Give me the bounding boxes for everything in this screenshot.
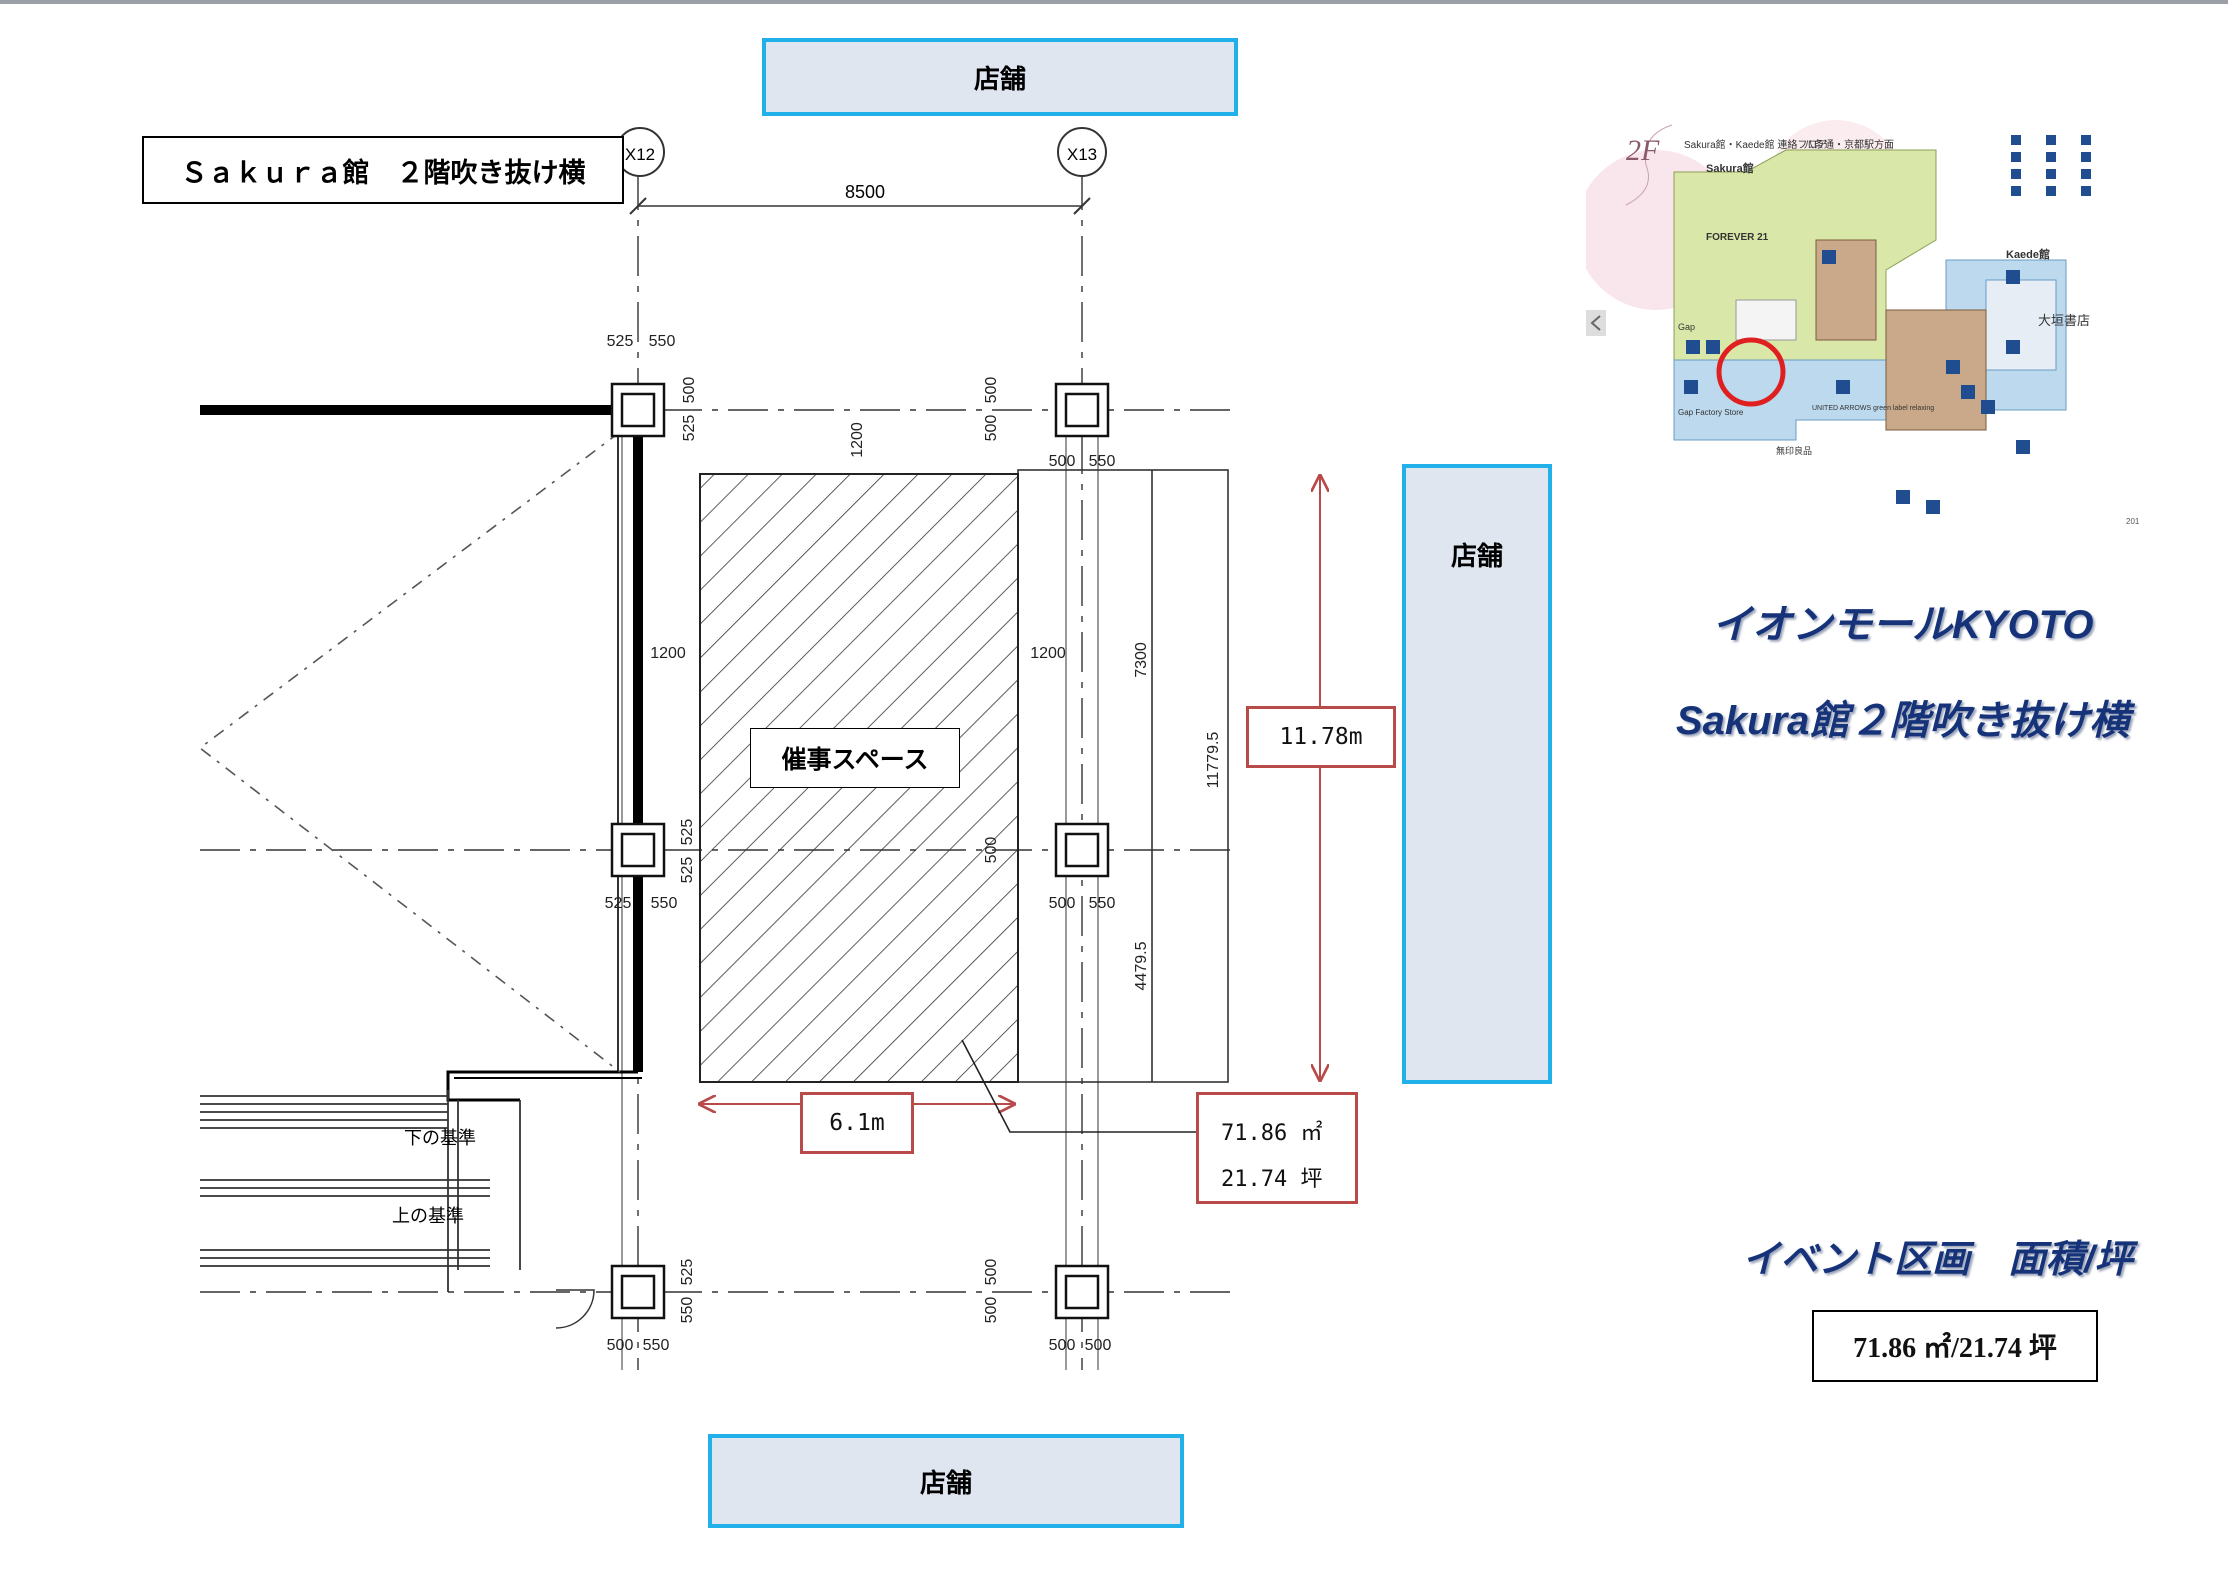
location-title: Sakura館２階吹き抜け横 — [1676, 699, 2130, 743]
shop-bottom: 店舗 — [708, 1434, 1184, 1528]
width-measure-box: 6.1m — [800, 1092, 914, 1154]
plan-title-box: Ｓａｋｕｒａ館 ２階吹き抜け横 — [142, 136, 624, 204]
dim-c6v2: 500 — [983, 1297, 1000, 1324]
dim-gap-top: 1200 — [849, 422, 866, 458]
map-left-arrow-button[interactable] — [1586, 310, 1606, 336]
map-forever21: FOREVER 21 — [1706, 232, 1769, 243]
map-gap-store: Gap Factory Store — [1678, 408, 1744, 417]
dim-c3v1: 525 — [679, 819, 696, 846]
floor-map-drawing: 2F Sakura館・Kaede館 連絡フロア 八条通・京都駅方面 Sakura… — [1586, 110, 2141, 540]
grid-bubble-x13 — [1057, 127, 1107, 177]
dim-c1a: 525 — [607, 333, 634, 350]
area-result: 71.86 ㎡/21.74 坪 — [1853, 1333, 2057, 1364]
dim-c4v: 500 — [983, 837, 1000, 864]
area-heading: イベント区画 面積/坪 — [1742, 1239, 2133, 1281]
floor-plan: X12 X13 8500 下の基準 上の基準 — [198, 127, 1400, 1370]
dim-c2a: 500 — [1049, 453, 1076, 470]
top-border — [0, 0, 2228, 4]
dim-inner-height: 7300 — [1133, 642, 1150, 678]
map-muji: 無印良品 — [1776, 445, 1812, 456]
dim-gap-left: 1200 — [650, 645, 686, 662]
map-floor: 2F — [1626, 134, 1660, 167]
dim-c5b: 550 — [643, 1337, 670, 1354]
dim-c1v2: 525 — [681, 415, 698, 442]
area-measure-box: 71.86 ㎡ 21.74 坪 — [1196, 1092, 1358, 1204]
dim-gap-right: 1200 — [1030, 645, 1066, 662]
floor-map: 2F Sakura館・Kaede館 連絡フロア 八条通・京都駅方面 Sakura… — [1586, 110, 2141, 540]
dim-c3v2: 525 — [679, 857, 696, 884]
height-measure-box: 11.78m — [1246, 706, 1396, 768]
dim-c6a: 500 — [1049, 1337, 1076, 1354]
map-title: Sakura館・Kaede館 連絡フロア — [1684, 138, 1827, 151]
height-measure: 11.78m — [1279, 724, 1363, 750]
dim-c1v1: 500 — [681, 377, 698, 404]
area-result-box: 71.86 ㎡/21.74 坪 — [1812, 1310, 2098, 1382]
shop-right: 店舗 — [1402, 464, 1552, 1084]
event-space-label: 催事スペース — [781, 746, 929, 774]
dim-c5v1: 525 — [679, 1259, 696, 1286]
dim-c6v1: 500 — [983, 1259, 1000, 1286]
map-gap: Gap — [1678, 322, 1695, 332]
dim-c3b: 550 — [651, 895, 678, 912]
dim-c2b: 550 — [1089, 453, 1116, 470]
shop-right-label: 店舗 — [1450, 542, 1503, 572]
mall-name: イオンモールKYOTO — [1712, 603, 2094, 647]
shop-bottom-label: 店舗 — [919, 1468, 972, 1499]
map-sakura-label: Sakura館 — [1706, 161, 1754, 175]
map-station: 八条通・京都駅方面 — [1804, 138, 1894, 151]
dim-c6b: 500 — [1085, 1337, 1112, 1354]
dim-c4a: 500 — [1049, 895, 1076, 912]
dim-lower-height: 4479.5 — [1133, 941, 1150, 990]
area-tsubo: 21.74 坪 — [1221, 1167, 1323, 1192]
stairs-up-label: 上の基準 — [392, 1206, 464, 1226]
dim-c5a: 500 — [607, 1337, 634, 1354]
map-book: 大垣書店 — [2038, 313, 2090, 328]
dim-c4b: 550 — [1089, 895, 1116, 912]
dim-c2v1: 500 — [983, 377, 1000, 404]
map-kaede-label: Kaede館 — [2006, 247, 2050, 261]
dim-c5v2: 550 — [679, 1297, 696, 1324]
dim-c3a: 525 — [605, 895, 632, 912]
map-page: 201 — [2126, 517, 2140, 526]
event-space-label-box: 催事スペース — [750, 728, 960, 788]
width-measure: 6.1m — [829, 1110, 885, 1136]
dim-c1b: 550 — [649, 333, 676, 350]
dim-span: 8500 — [845, 182, 885, 202]
event-location-marker — [1716, 337, 1786, 407]
grid-x12-label: X12 — [625, 145, 655, 164]
area-m2: 71.86 ㎡ — [1221, 1121, 1323, 1146]
stairs-down-label: 下の基準 — [404, 1128, 476, 1148]
shop-top-label: 店舗 — [973, 64, 1026, 95]
grid-x13-label: X13 — [1067, 145, 1097, 164]
map-united-arrows: UNITED ARROWS green label relaxing — [1812, 405, 1934, 412]
plan-title: Ｓａｋｕｒａ館 ２階吹き抜け横 — [180, 157, 586, 188]
dim-total-height: 11779.5 — [1205, 732, 1222, 789]
dim-c2v2: 500 — [983, 415, 1000, 442]
shop-top: 店舗 — [762, 38, 1238, 116]
